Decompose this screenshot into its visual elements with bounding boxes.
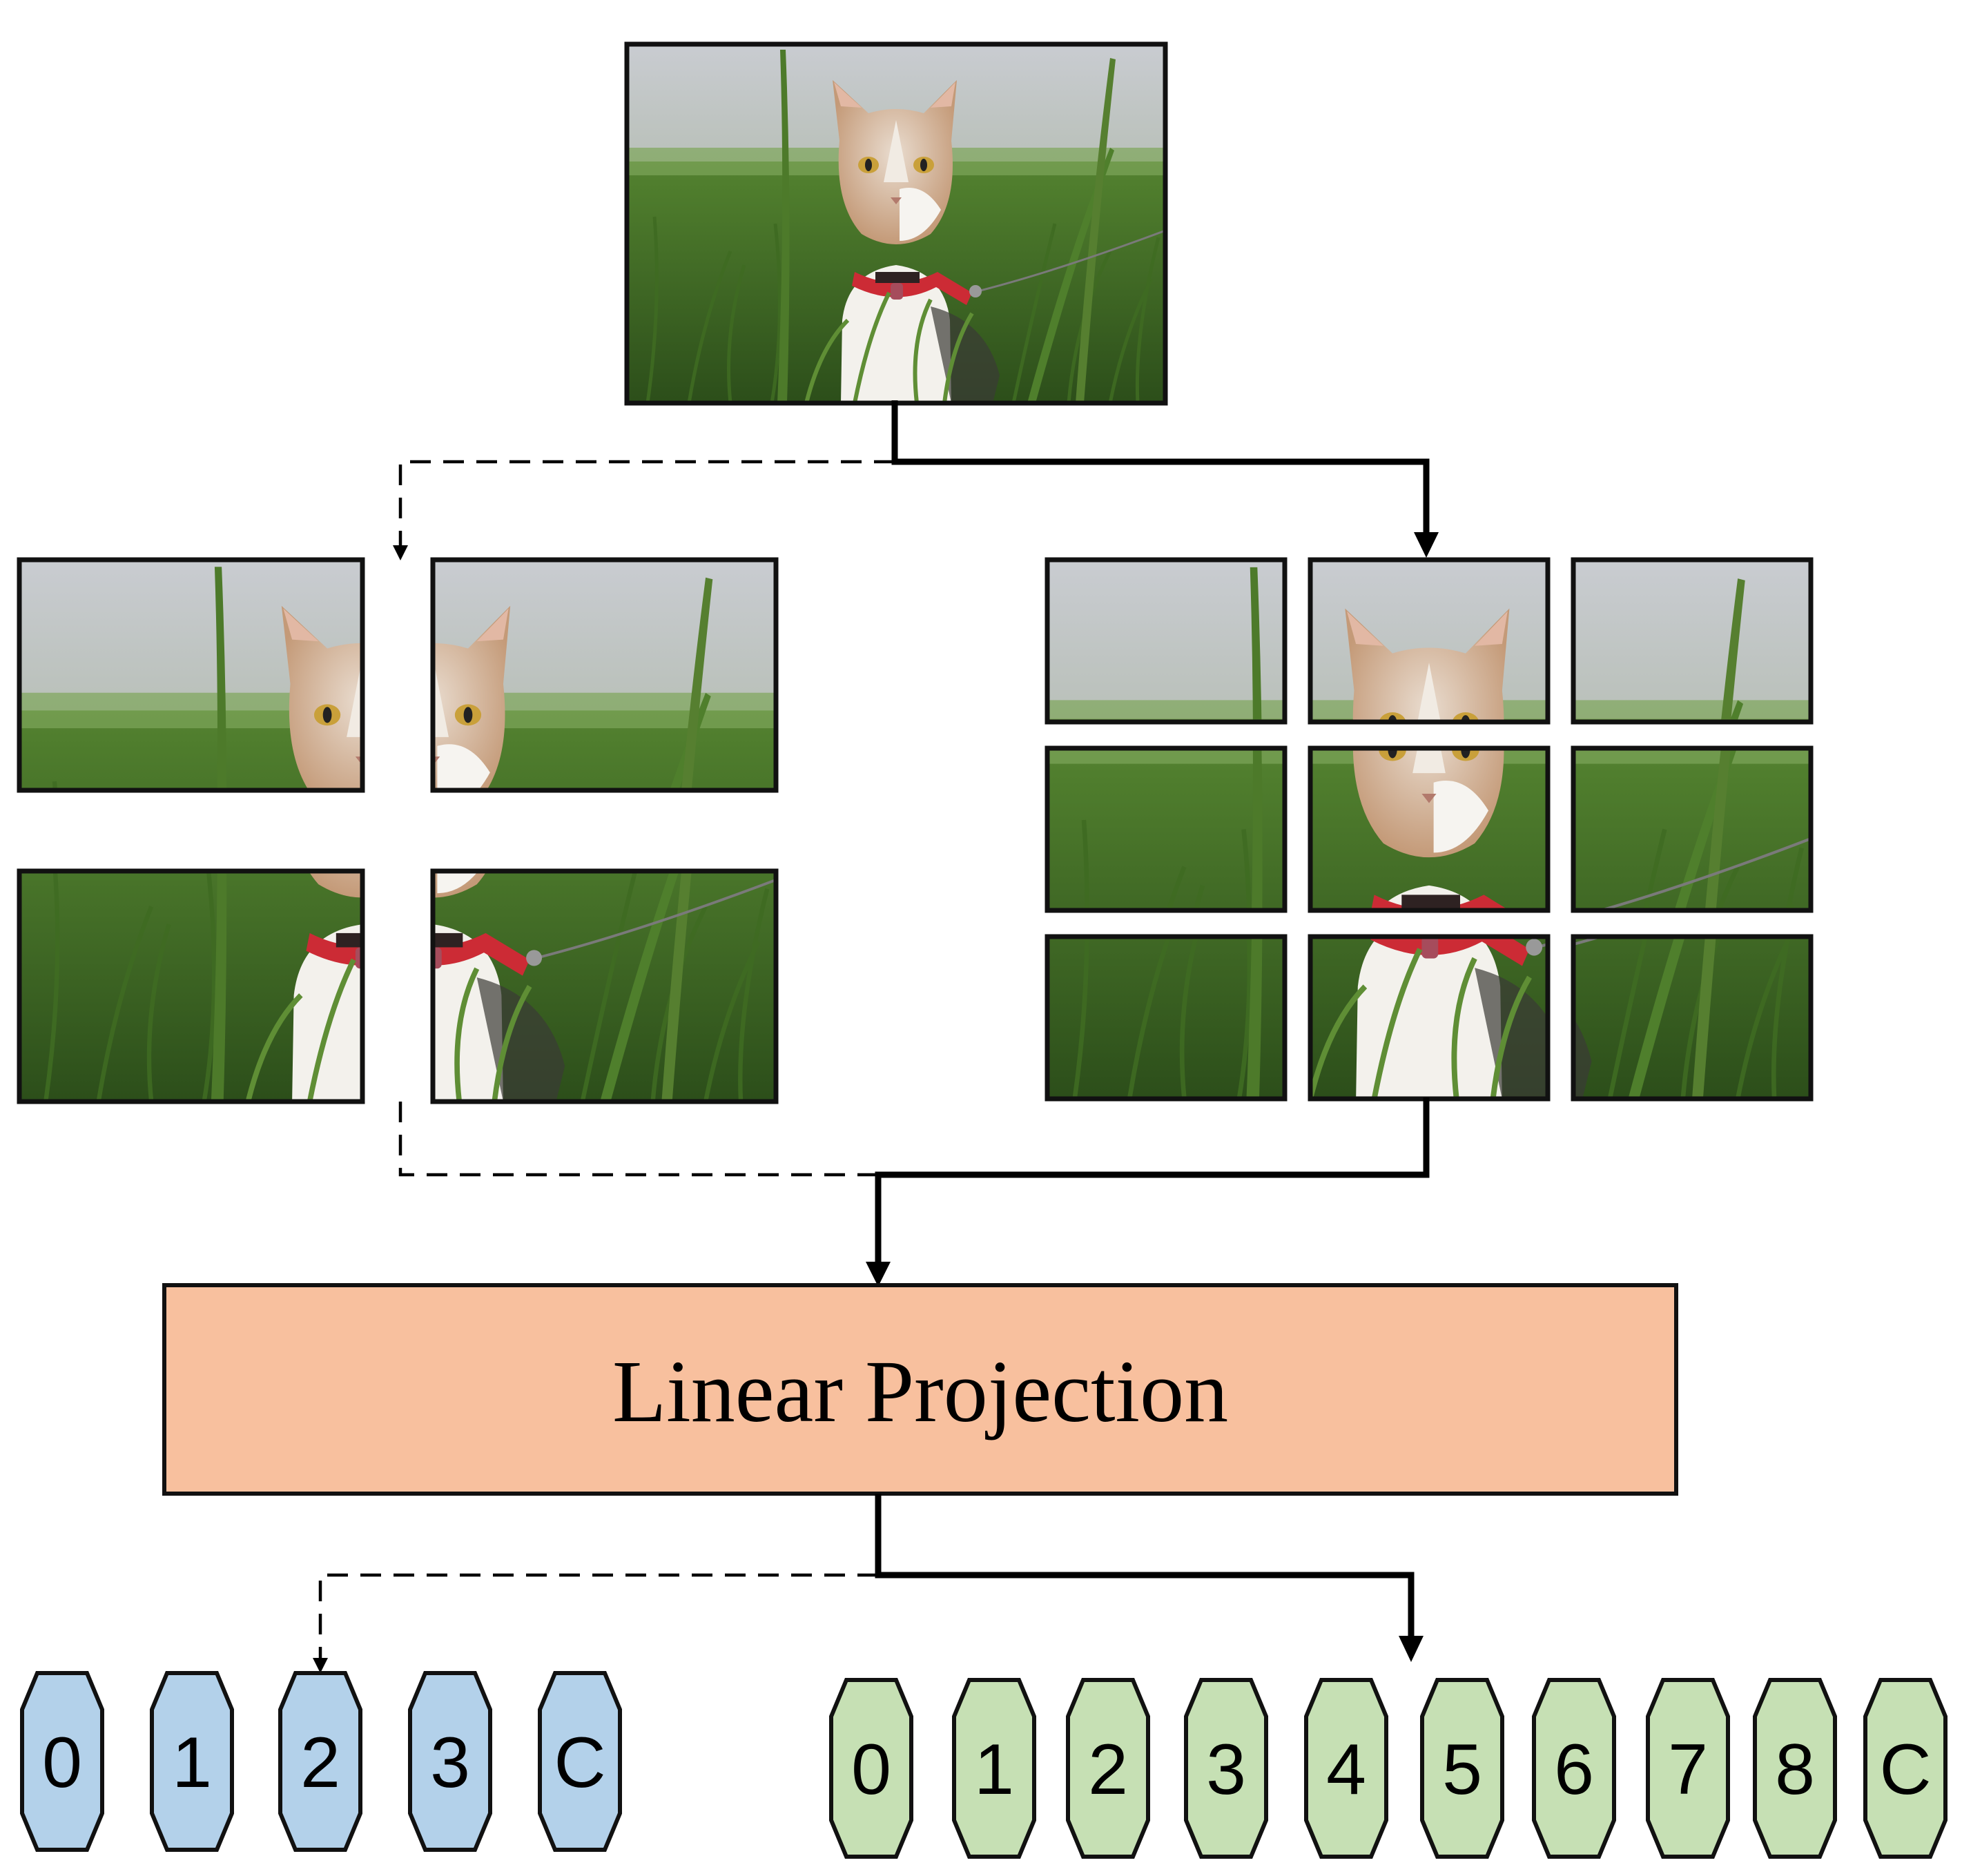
token-label: 5 [1442, 1730, 1482, 1810]
linear-projection-label: Linear Projection [612, 1342, 1228, 1440]
token-blue-1: 1 [150, 1671, 234, 1852]
dashed-connector-middle [398, 1102, 878, 1177]
token-shape [150, 1671, 234, 1852]
token-shape [20, 1671, 104, 1852]
dashed-connector-bottom [318, 1573, 878, 1659]
token-label: 8 [1775, 1730, 1815, 1810]
token-green-1: 1 [952, 1678, 1036, 1859]
token-shape [1066, 1678, 1150, 1859]
patch-2x2-3 [430, 868, 779, 1104]
patch-3x3-1 [1308, 557, 1551, 725]
patch-3x3-4 [1308, 745, 1551, 913]
token-label: 4 [1326, 1730, 1366, 1810]
patch-3x3-3 [1045, 745, 1288, 913]
token-green-9: C [1863, 1678, 1948, 1859]
patch-3x3-6 [1045, 934, 1288, 1102]
token-label: 2 [300, 1723, 340, 1803]
token-green-3: 3 [1184, 1678, 1268, 1859]
linear-projection-block: Linear Projection [162, 1283, 1678, 1496]
token-green-2: 2 [1066, 1678, 1150, 1859]
token-label: 7 [1668, 1730, 1708, 1810]
linear-projection-box [162, 1283, 1678, 1496]
solid-arrow-icon [1414, 532, 1439, 558]
token-shape [1646, 1678, 1730, 1859]
token-label: 1 [172, 1723, 212, 1803]
token-shape [1184, 1678, 1268, 1859]
token-label: 0 [851, 1730, 891, 1810]
patch-grid-3x3 [1045, 557, 1814, 1102]
token-label: 3 [430, 1723, 470, 1803]
dashed-connector-top [398, 460, 895, 547]
token-label: 0 [42, 1723, 82, 1803]
dashed-arrow-icon [313, 1658, 328, 1673]
token-shape [538, 1671, 622, 1852]
token-green-5: 5 [1420, 1678, 1504, 1859]
token-label: 2 [1088, 1730, 1128, 1810]
token-shape [829, 1678, 913, 1859]
token-green-0: 0 [829, 1678, 913, 1859]
token-shape [1753, 1678, 1837, 1859]
token-shape [1304, 1678, 1388, 1859]
solid-arrow-icon [1399, 1636, 1424, 1662]
token-green-8: 8 [1753, 1678, 1837, 1859]
patch-2x2-2 [17, 868, 365, 1104]
token-label: C [554, 1723, 605, 1803]
patch-3x3-0 [1045, 557, 1288, 725]
token-blue-0: 0 [20, 1671, 104, 1852]
patch-3x3-5 [1571, 745, 1814, 913]
solid-arrow-icon [866, 1262, 891, 1287]
patch-grid-2x2 [17, 557, 779, 1104]
patch-2x2-1 [430, 557, 779, 793]
token-shape [1532, 1678, 1616, 1859]
token-blue-3: 3 [408, 1671, 492, 1852]
token-green-7: 7 [1646, 1678, 1730, 1859]
token-shape [1420, 1678, 1504, 1859]
token-label: 1 [974, 1730, 1014, 1810]
token-blue-2: 2 [278, 1671, 362, 1852]
patch-3x3-2 [1571, 557, 1814, 725]
token-shape [952, 1678, 1036, 1859]
token-shape [408, 1671, 492, 1852]
token-row-2x2: 0 1 2 3 C [20, 1671, 622, 1852]
token-label: 3 [1206, 1730, 1246, 1810]
dashed-arrow-icon [393, 545, 408, 560]
patch-3x3-8 [1571, 934, 1814, 1102]
original-image [624, 41, 1168, 406]
token-label: 6 [1554, 1730, 1594, 1810]
solid-connector-top [891, 400, 1430, 535]
solid-connector-middle [875, 1097, 1430, 1264]
token-shape [278, 1671, 362, 1852]
token-shape [1863, 1678, 1948, 1859]
token-green-4: 4 [1304, 1678, 1388, 1859]
patch-2x2-0 [17, 557, 365, 793]
solid-connector-bottom [875, 1494, 1415, 1640]
token-label: C [1879, 1730, 1931, 1810]
token-blue-4: C [538, 1671, 622, 1852]
token-green-6: 6 [1532, 1678, 1616, 1859]
